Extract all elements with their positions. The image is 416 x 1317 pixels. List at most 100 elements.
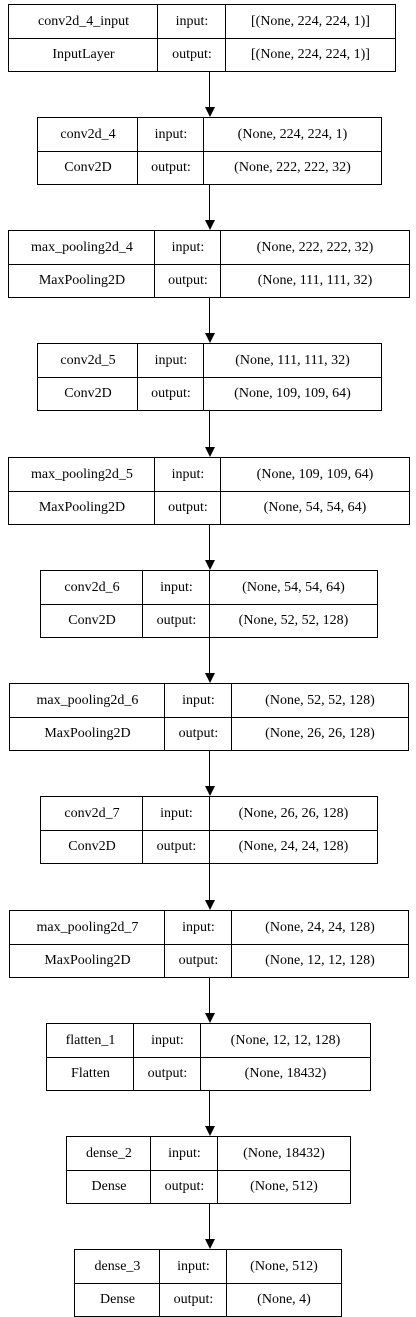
arrow-head-icon xyxy=(204,900,215,910)
arrow-head-icon xyxy=(204,447,215,457)
connector-line xyxy=(209,978,210,1014)
input-shape: (None, 512) xyxy=(250,1258,318,1274)
column-divider xyxy=(220,231,221,297)
column-divider xyxy=(142,797,143,863)
row-divider xyxy=(47,1057,370,1058)
column-divider xyxy=(231,684,232,750)
arrow-head-icon xyxy=(204,673,215,683)
input-shape: (None, 12, 12, 128) xyxy=(230,1032,341,1048)
output-label: output: xyxy=(168,273,208,288)
output-shape: (None, 4) xyxy=(257,1292,311,1307)
connector-line xyxy=(209,864,210,901)
column-divider xyxy=(154,231,155,297)
row-divider xyxy=(75,1283,341,1284)
layer-type: InputLayer xyxy=(52,47,115,62)
row-divider xyxy=(9,38,395,39)
layer-name: max_pooling2d_5 xyxy=(31,466,133,482)
column-divider xyxy=(142,571,143,637)
output-shape: (None, 12, 12, 128) xyxy=(265,953,375,968)
output-shape: [(None, 224, 224, 1)] xyxy=(251,47,370,62)
input-label: input: xyxy=(151,1032,184,1048)
connector-line xyxy=(209,1204,210,1240)
arrow-head-icon xyxy=(204,1013,215,1023)
input-label: input: xyxy=(154,352,188,368)
arrow-head-icon xyxy=(204,220,215,230)
column-divider xyxy=(133,1024,134,1090)
connector-line xyxy=(209,185,210,221)
layer-type: MaxPooling2D xyxy=(38,500,126,515)
output-label: output: xyxy=(151,160,191,175)
layer-type: Conv2D xyxy=(68,839,116,854)
input-label: input: xyxy=(171,239,205,255)
layer-type: Conv2D xyxy=(68,613,116,628)
arrow-head-icon xyxy=(204,1239,215,1249)
output-shape: (None, 18432) xyxy=(244,1066,327,1081)
input-shape: (None, 109, 109, 64) xyxy=(256,466,374,482)
layer-name: dense_2 xyxy=(86,1145,132,1161)
row-divider xyxy=(10,944,408,945)
input-label: input: xyxy=(154,126,188,142)
output-label: output: xyxy=(178,726,219,741)
connector-line xyxy=(209,298,210,334)
layer-name: conv2d_6 xyxy=(64,579,120,595)
output-label: output: xyxy=(156,839,197,854)
layer-type: Conv2D xyxy=(64,386,112,401)
output-shape: (None, 222, 222, 32) xyxy=(234,160,351,175)
output-label: output: xyxy=(168,500,208,515)
connector-line xyxy=(209,638,210,674)
output-shape: (None, 24, 24, 128) xyxy=(238,839,349,854)
input-shape: (None, 24, 24, 128) xyxy=(265,919,375,935)
row-divider xyxy=(38,377,381,378)
connector-line xyxy=(209,525,210,561)
column-divider xyxy=(203,344,204,410)
input-shape: (None, 222, 222, 32) xyxy=(256,239,374,255)
input-label: input: xyxy=(182,919,215,935)
column-divider xyxy=(164,684,165,750)
arrow-head-icon xyxy=(204,560,215,570)
connector-line xyxy=(209,751,210,787)
input-shape: (None, 18432) xyxy=(243,1145,325,1161)
column-divider xyxy=(159,1250,160,1316)
connector-line xyxy=(209,411,210,448)
input-shape: (None, 224, 224, 1) xyxy=(237,126,348,142)
output-shape: (None, 111, 111, 32) xyxy=(257,273,373,288)
layer-name: max_pooling2d_4 xyxy=(31,239,133,255)
column-divider xyxy=(209,571,210,637)
input-shape: (None, 54, 54, 64) xyxy=(242,579,345,595)
layer-type: Dense xyxy=(91,1179,127,1194)
output-shape: (None, 109, 109, 64) xyxy=(234,386,351,401)
column-divider xyxy=(226,1250,227,1316)
column-divider xyxy=(137,118,138,184)
column-divider xyxy=(137,344,138,410)
input-shape: (None, 111, 111, 32) xyxy=(235,352,350,368)
column-divider xyxy=(154,458,155,524)
input-shape: (None, 26, 26, 128) xyxy=(238,805,349,821)
input-label: input: xyxy=(175,13,209,29)
layer-type: MaxPooling2D xyxy=(38,273,126,288)
column-divider xyxy=(157,5,158,71)
arrow-head-icon xyxy=(204,333,215,343)
row-divider xyxy=(10,717,408,718)
layer-name: conv2d_4 xyxy=(60,126,116,142)
column-divider xyxy=(220,458,221,524)
output-label: output: xyxy=(156,613,197,628)
output-shape: (None, 26, 26, 128) xyxy=(265,726,375,741)
arrow-head-icon xyxy=(204,107,215,117)
arrow-head-icon xyxy=(204,1126,215,1136)
row-divider xyxy=(9,491,409,492)
input-label: input: xyxy=(168,1145,201,1161)
column-divider xyxy=(200,1024,201,1090)
row-divider xyxy=(67,1170,350,1171)
output-label: output: xyxy=(164,1179,205,1194)
output-shape: (None, 512) xyxy=(250,1179,318,1194)
